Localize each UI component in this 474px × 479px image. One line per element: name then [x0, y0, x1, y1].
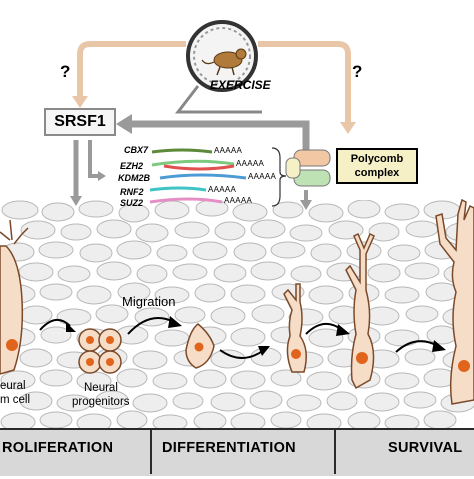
exercise-wheel-icon [174, 20, 262, 114]
arrow-polycomb-to-srsf1 [130, 120, 310, 152]
arrow-exercise-to-polycomb-head [340, 122, 356, 134]
arrow-srsf1-to-rna-head [98, 171, 106, 181]
stage-divider-2 [334, 430, 336, 474]
arrow-srsf1-to-rna [88, 140, 100, 178]
progenitor-nuclei [86, 336, 114, 366]
stage-label-differentiation: DIFFERENTIATION [162, 440, 296, 456]
migration-label: Migration [122, 294, 176, 309]
arrow-exercise-to-srsf1 [77, 41, 186, 98]
polycomb-complex-icon [285, 149, 331, 187]
neural-stem-cell-label-line1: eural [0, 380, 26, 392]
mrna-kdm2b [159, 173, 247, 180]
polya-cbx7: AAAAA [214, 146, 243, 155]
arrow-differentiation-1 [219, 349, 265, 359]
exercise-label: EXERCISE [210, 78, 271, 92]
progenitors-label-line2: progenitors [72, 396, 130, 408]
gene-label-rnf2: RNF2 [120, 187, 144, 197]
polycomb-label-line1: Polycomb [350, 153, 404, 165]
mrna-cbx7 [151, 148, 213, 154]
stage-label-survival: SURVIVAL [388, 440, 463, 456]
arrow-exercise-to-polycomb [258, 41, 351, 124]
gene-label-kdm2b: KDM2B [118, 173, 151, 183]
mrna-suz2 [149, 197, 223, 204]
arrow-exercise-to-srsf1-head [72, 96, 88, 108]
mrna-rnf2 [149, 186, 207, 192]
polya-suz2: AAAAA [224, 196, 253, 205]
mature-neuron [435, 198, 474, 405]
arrow-differentiation-2-head [336, 324, 350, 336]
srsf1-label: SRSF1 [54, 113, 106, 130]
arrow-polycomb-to-srsf1-head [116, 114, 132, 134]
arrow-survival-head [432, 340, 446, 352]
question-mark-left: ? [60, 62, 71, 81]
srsf1-box: SRSF1 [44, 108, 116, 136]
arrow-differentiation-1-head [258, 346, 270, 356]
maturing-neuron [345, 232, 375, 390]
arrow-proliferation-head [66, 322, 76, 332]
stem-cell-1 [0, 219, 29, 375]
polycomb-complex-box: Polycomb complex [336, 148, 418, 184]
mrna-ezh2 [151, 159, 235, 167]
question-mark-right: ? [352, 62, 363, 81]
neural-stem-cell-label-line2: m cell [0, 394, 31, 406]
migrating-cell [185, 323, 215, 369]
arrow-migration-head [168, 316, 182, 328]
polycomb-label-line2: complex [354, 167, 400, 179]
stage-divider-1 [150, 430, 152, 474]
mrna-ezh2-b [163, 164, 235, 171]
polya-kdm2b: AAAAA [248, 172, 277, 181]
polya-ezh2: AAAAA [236, 159, 265, 168]
progenitors-label-line1: Neural [84, 382, 118, 394]
arrow-srsf1-down-head [70, 196, 82, 206]
immature-neuron [283, 283, 307, 373]
polya-rnf2: AAAAA [208, 185, 237, 194]
gene-label-suz2: SUZ2 [120, 198, 144, 208]
stage-bar [0, 428, 474, 476]
arrow-polycomb-down-head [300, 200, 312, 210]
stage-label-proliferation: ROLIFERATION [2, 440, 114, 456]
rna-bracket [271, 147, 287, 207]
gene-label-cbx7: CBX7 [124, 145, 149, 155]
gene-label-ezh2: EZH2 [120, 161, 144, 171]
